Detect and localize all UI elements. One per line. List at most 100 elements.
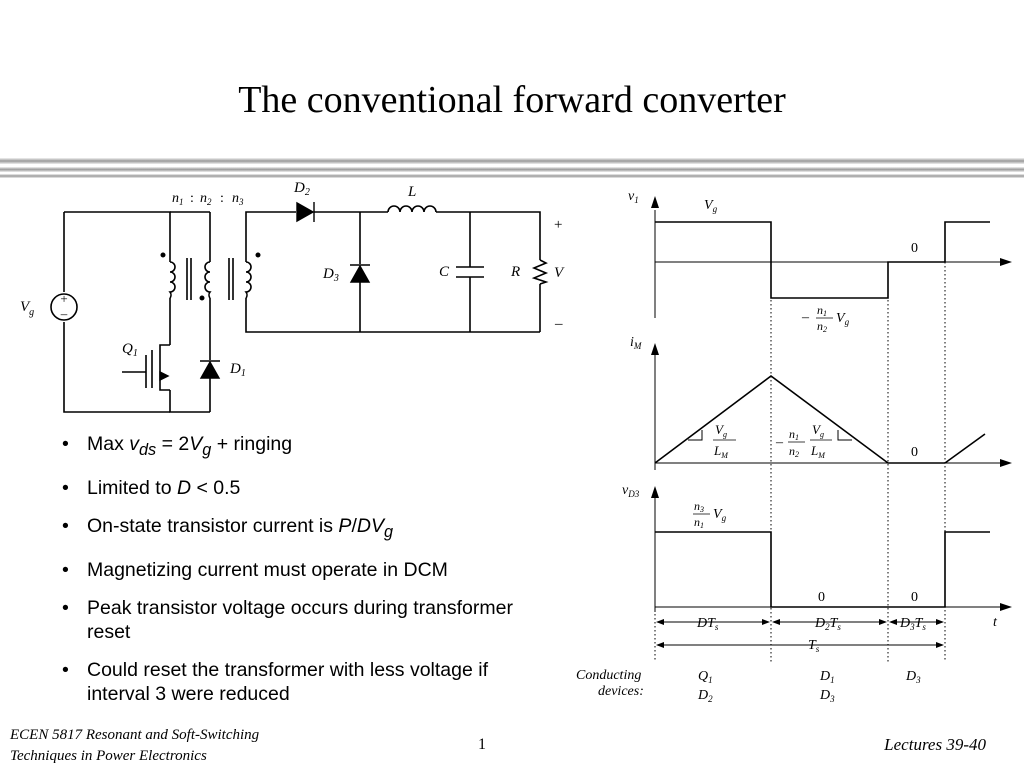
bullet-text: On-state transistor current is	[87, 514, 339, 537]
label-iM: i	[630, 335, 634, 350]
svg-text:iM: iM	[630, 335, 642, 351]
interval-arrowheads	[656, 619, 944, 648]
label-v1-Vg: V	[704, 198, 714, 213]
label-neg-n1-sub: 1	[823, 309, 827, 318]
waveform-labels: v1 Vg 0 – n1 n2 Vg iM Vg LM – n1 n2 Vg L…	[576, 189, 998, 704]
label-iM-sub: M	[633, 341, 642, 351]
label-int3-sub: s	[922, 622, 926, 632]
label-int1: DT	[696, 616, 716, 631]
label-dev1b: D	[697, 688, 708, 703]
svg-text:D1: D1	[229, 361, 246, 379]
bullet-item: • Could reset the transformer with less …	[62, 658, 552, 706]
svg-text:Vg: Vg	[20, 299, 34, 318]
bullet-dot: •	[62, 433, 69, 455]
label-v1-sub: 1	[634, 195, 639, 205]
label-conducting-1: Conducting	[576, 668, 641, 683]
bullet-g: g	[383, 522, 393, 541]
svg-text:–: –	[60, 306, 68, 321]
label-Vg: V	[20, 299, 31, 315]
waveform-arrowheads	[651, 196, 1012, 611]
bullet-item: • Peak transistor voltage occurs during …	[62, 596, 552, 644]
label-int2-sub2: 2	[825, 622, 830, 632]
bullet-v: v	[129, 433, 140, 455]
svg-text:Vg: Vg	[713, 507, 727, 523]
label-int1-sub: s	[715, 622, 719, 632]
label-dev1a: Q	[698, 669, 708, 684]
bullet-text: Magnetizing current must operate in DCM	[87, 558, 448, 581]
source-signs: + –	[60, 291, 68, 321]
label-neg-n2-sub: 2	[823, 325, 827, 334]
vD3-trace	[655, 531, 990, 608]
label-dev1a-sub: 1	[708, 675, 713, 685]
bullet-item: • On-state transistor current is P/DVg	[62, 514, 552, 544]
label-D3-sub: 3	[333, 273, 339, 284]
label-vD3-n3-sub: 3	[699, 505, 704, 514]
svg-text:LM: LM	[810, 443, 826, 460]
label-dev2a: D	[819, 669, 830, 684]
label-dn-V-sub: g	[820, 430, 824, 439]
bullet-text: = 2	[156, 433, 190, 455]
svg-text:vD3: vD3	[622, 483, 640, 499]
bullet-text: Peak transistor voltage occurs during tr…	[87, 596, 513, 643]
label-int3-sub3: 3	[909, 622, 915, 632]
footer-course-line2: Techniques in Power Electronics	[10, 748, 207, 764]
label-int3-T: T	[915, 616, 924, 631]
bullet-text: Limited to	[87, 476, 177, 499]
bullet-text: Could reset the transformer with less vo…	[87, 658, 489, 705]
label-up-L-sub: M	[720, 451, 729, 460]
svg-text:n3: n3	[232, 191, 244, 207]
label-dev3: D	[905, 669, 916, 684]
bullet-dot: •	[62, 658, 69, 681]
label-n2: n	[200, 191, 207, 206]
label-dev3-sub: 3	[915, 675, 921, 685]
label-vD3-n1-sub: 1	[700, 521, 704, 530]
svg-text:D2: D2	[293, 180, 310, 198]
label-vD3-sub: D3	[627, 489, 639, 499]
svg-text:n1: n1	[789, 427, 799, 442]
label-V: V	[554, 265, 565, 281]
bullet-slash: /	[351, 514, 357, 537]
label-up-V: V	[715, 422, 725, 437]
label-iM-zero: 0	[911, 445, 918, 460]
label-Q1: Q	[122, 341, 133, 357]
label-int2-D: D	[814, 616, 825, 631]
label-dev2b: D	[819, 688, 830, 703]
bullet-list: • Max vds = 2Vg + ringing • Limited to D…	[62, 432, 552, 720]
svg-text:n3: n3	[694, 499, 704, 514]
page-number: 1	[478, 736, 486, 753]
label-D2: D	[293, 180, 305, 196]
label-neg-Vg: V	[836, 311, 846, 326]
turns-colon-2: :	[220, 191, 224, 206]
label-dn-n2-sub: 2	[795, 450, 799, 459]
label-vD3-n3: n	[694, 499, 700, 513]
bullet-dot: •	[62, 514, 69, 537]
label-neg-minus: –	[801, 310, 810, 325]
label-v1-zero: 0	[911, 241, 918, 256]
label-v1-Vg-sub: g	[713, 204, 718, 214]
svg-text:D3: D3	[905, 669, 921, 685]
label-dev1b-sub: 2	[708, 694, 713, 704]
label-conducting-2: devices:	[598, 684, 644, 699]
label-period-sub: s	[816, 644, 820, 654]
label-dn-minus: –	[775, 435, 784, 450]
bullet-dot: •	[62, 476, 69, 499]
label-D2-sub: 2	[305, 187, 310, 198]
label-n3: n	[232, 191, 239, 206]
svg-text:n1: n1	[172, 191, 184, 207]
label-up-V-sub: g	[723, 430, 727, 439]
svg-text:D1: D1	[819, 669, 835, 685]
bullet-text: Max	[87, 433, 130, 455]
bullet-item: • Magnetizing current must operate in DC…	[62, 558, 552, 582]
label-int2-sub: s	[837, 622, 841, 632]
label-n3-sub: 3	[238, 197, 244, 207]
label-dn-V: V	[812, 422, 822, 437]
label-L: L	[407, 184, 416, 200]
label-neg-Vg-sub: g	[845, 317, 850, 327]
label-Vg-sub: g	[29, 307, 34, 318]
footer-course-line1: ECEN 5817 Resonant and Soft-Switching	[10, 727, 260, 743]
label-vD3-zero-1: 0	[818, 590, 825, 605]
label-plus: +	[554, 217, 562, 233]
label-vD3-n1: n	[694, 515, 700, 529]
svg-text:Vg: Vg	[812, 422, 824, 439]
